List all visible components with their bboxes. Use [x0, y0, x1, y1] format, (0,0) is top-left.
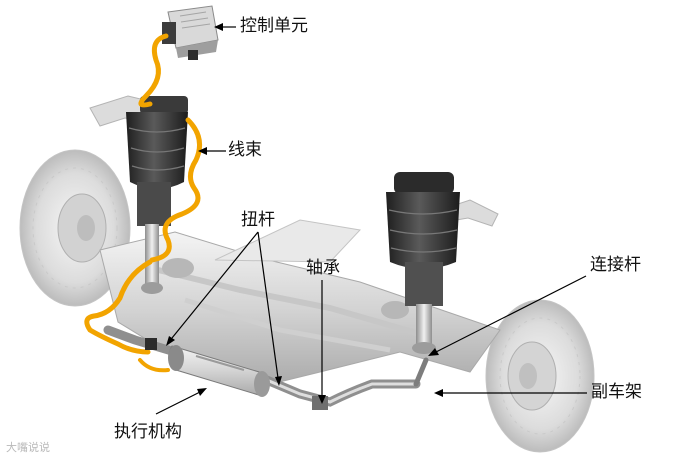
label-control-unit: 控制单元	[240, 18, 308, 35]
label-actuator: 执行机构	[114, 424, 182, 441]
label-torsion-bar: 扭杆	[241, 212, 275, 229]
watermark: 大嘴说说	[6, 442, 50, 453]
right-brake-disc	[486, 300, 594, 452]
label-bearing: 轴承	[306, 260, 340, 277]
label-wire-harness: 线束	[228, 142, 262, 159]
label-link-rod: 连接杆	[590, 257, 641, 274]
label-subframe: 副车架	[591, 384, 642, 401]
